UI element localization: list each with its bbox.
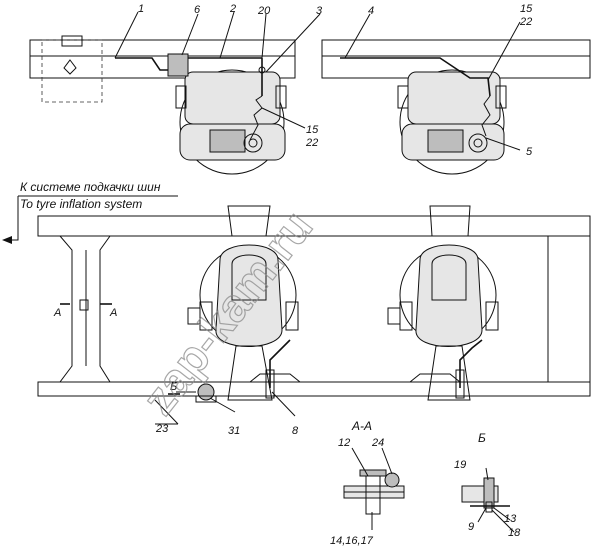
air-line-bottom xyxy=(176,339,483,403)
callout-15-top: 15 xyxy=(520,3,533,15)
watermark: zap-kam.ru xyxy=(132,201,322,424)
callout-20: 20 xyxy=(257,5,271,17)
section-label-a-right: А xyxy=(109,307,117,319)
detail-a-a xyxy=(343,469,405,515)
callout-31: 31 xyxy=(228,425,240,437)
section-mark-a xyxy=(60,299,112,311)
callout-6: 6 xyxy=(194,4,201,16)
callout-13: 13 xyxy=(504,513,517,525)
leader-lines xyxy=(114,11,521,533)
section-title-a-a: А-А xyxy=(351,419,372,433)
callout-3: 3 xyxy=(316,5,323,17)
callout-19: 19 xyxy=(454,459,466,471)
bottom-right-axle xyxy=(387,205,499,401)
callout-18: 18 xyxy=(508,527,521,539)
callout-24: 24 xyxy=(371,437,384,449)
callout-23: 23 xyxy=(155,423,169,435)
callout-1: 1 xyxy=(138,3,144,15)
tyre-inflation-arrow xyxy=(2,195,178,244)
section-label-b-small: Б xyxy=(170,381,177,393)
section-label-a-left: А xyxy=(53,307,61,319)
caption-ru: К системе подкачки шин xyxy=(20,180,161,194)
callout-2: 2 xyxy=(229,3,236,15)
callout-15-mid: 15 xyxy=(306,124,319,136)
air-line-top-right xyxy=(340,57,491,137)
top-left-axle xyxy=(175,69,287,175)
callout-14-16-17: 14,16,17 xyxy=(330,535,374,546)
callout-4: 4 xyxy=(368,5,374,17)
callout-22-mid: 22 xyxy=(305,137,318,149)
detail-b xyxy=(461,477,510,513)
top-left-frame-rail xyxy=(29,35,296,103)
callout-5: 5 xyxy=(526,146,533,158)
callout-22-top: 22 xyxy=(519,16,532,28)
callout-8: 8 xyxy=(292,425,299,437)
callout-12: 12 xyxy=(338,437,350,449)
bottom-frame xyxy=(37,215,591,397)
air-line-top-left xyxy=(115,53,266,141)
bottom-left-axle xyxy=(187,205,299,401)
section-title-b: Б xyxy=(478,431,486,445)
top-right-axle xyxy=(397,69,507,175)
caption-en: To tyre inflation system xyxy=(20,197,142,211)
callout-9: 9 xyxy=(468,521,474,533)
